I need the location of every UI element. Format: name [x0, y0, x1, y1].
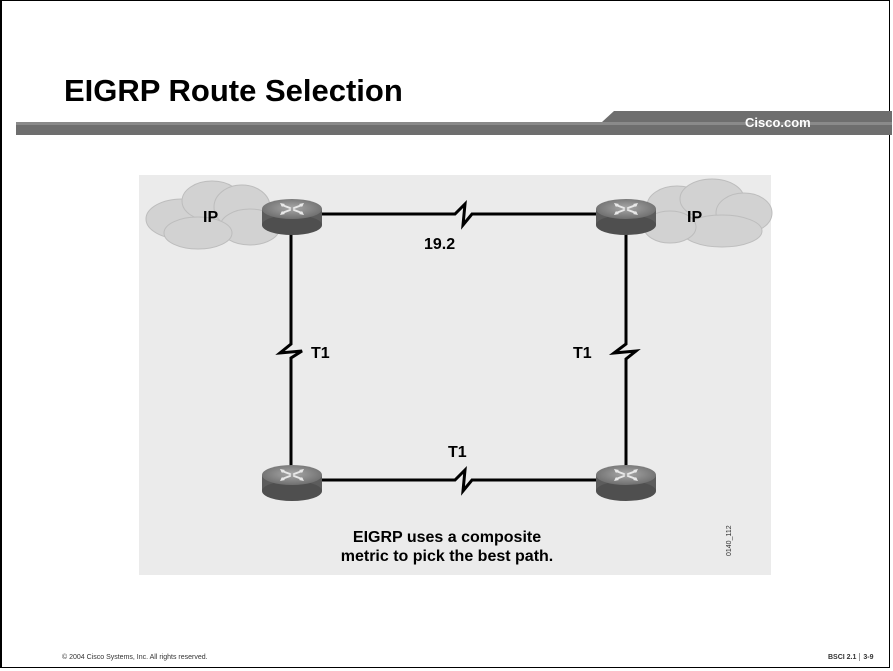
footer-page-info: BSCI 2.1 3-9	[828, 653, 874, 661]
right-cloud-label: IP	[687, 209, 703, 226]
left-cloud-label: IP	[203, 209, 219, 226]
left-link-label: T1	[311, 345, 330, 362]
brand-label: Cisco.com	[745, 115, 811, 130]
router-bottom-left	[262, 464, 322, 502]
footer-page: 3-9	[863, 653, 874, 661]
right-link-label: T1	[573, 345, 592, 362]
caption-line-1: EIGRP uses a composite	[352, 529, 542, 546]
bottom-link-label: T1	[448, 444, 467, 461]
slide-title: EIGRP Route Selection	[64, 73, 403, 108]
right-cloud	[643, 178, 773, 248]
top-link-line	[320, 199, 596, 230]
router-top-right	[596, 198, 656, 236]
footer-course: BSCI 2.1	[828, 653, 857, 661]
left-cloud	[145, 180, 281, 250]
caption-line-2: metric to pick the best path.	[340, 548, 554, 565]
bottom-link-line	[320, 465, 596, 496]
left-link-line	[275, 229, 303, 470]
router-bottom-right	[596, 464, 656, 502]
top-link-label: 19.2	[424, 236, 456, 253]
figure-code: 0140_112	[726, 525, 733, 556]
footer-copyright: © 2004 Cisco Systems, Inc. All rights re…	[62, 654, 208, 661]
right-link-line	[608, 229, 641, 470]
router-top-left	[262, 198, 322, 236]
diagram-caption: EIGRP uses a composite metric to pick th…	[252, 528, 642, 566]
footer-separator	[859, 653, 861, 661]
header-bar	[16, 111, 892, 135]
